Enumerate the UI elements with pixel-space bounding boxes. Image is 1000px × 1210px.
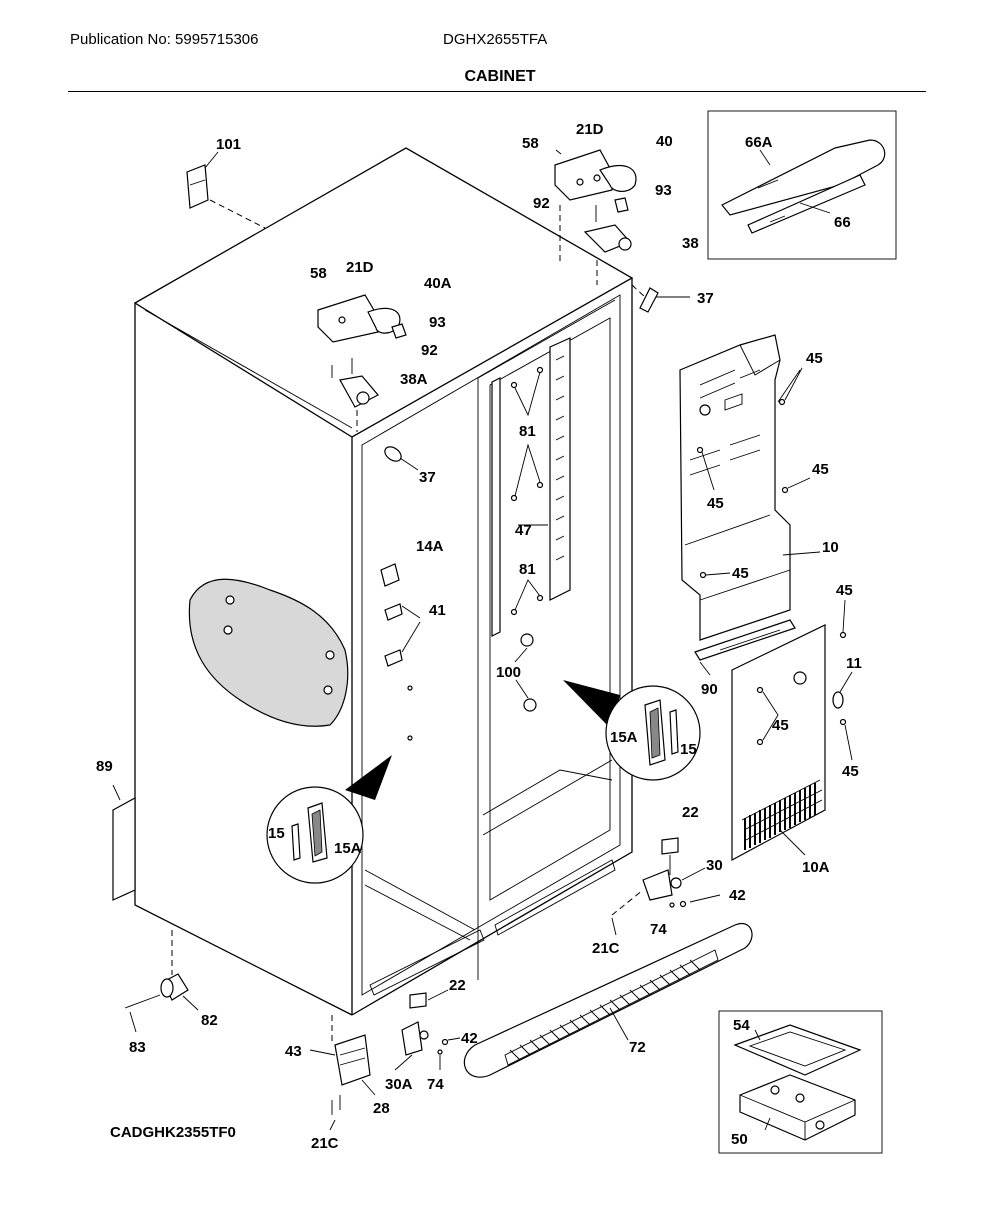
callout-30a: 30A (385, 1076, 413, 1093)
callout-43: 43 (285, 1043, 302, 1060)
callout-58: 58 (522, 135, 539, 152)
callout-45: 45 (836, 582, 853, 599)
callout-15: 15 (680, 741, 697, 758)
callout-14a: 14A (416, 538, 444, 555)
publication-number: Publication No: 5995715306 (70, 31, 259, 48)
insulation-cutaway (188, 578, 349, 727)
callout-92: 92 (421, 342, 438, 359)
callout-21c: 21C (311, 1135, 339, 1152)
callout-45: 45 (806, 350, 823, 367)
callout-90: 90 (701, 681, 718, 698)
rear-panel-10 (679, 334, 821, 641)
callout-labels: 101 58 21D 40 93 92 38 37 66A 66 58 21D … (96, 121, 862, 1152)
detail-circle-left (266, 755, 392, 884)
callout-21c: 21C (592, 940, 620, 957)
callout-15: 15 (268, 825, 285, 842)
callout-22: 22 (449, 977, 466, 994)
callout-21d: 21D (346, 259, 374, 276)
callout-83: 83 (129, 1039, 146, 1056)
callout-100: 100 (496, 664, 521, 681)
callout-41: 41 (429, 602, 446, 619)
cover-10a (731, 624, 826, 862)
callout-47: 47 (515, 522, 532, 539)
callout-42: 42 (729, 887, 746, 904)
callout-93: 93 (429, 314, 446, 331)
door-stops-37 (384, 284, 690, 471)
callout-74: 74 (650, 921, 667, 938)
diagram-code: CADGHK2355TF0 (110, 1124, 236, 1141)
callout-37: 37 (697, 290, 714, 307)
top-hinge-assembly-left (317, 294, 407, 432)
callout-89: 89 (96, 758, 113, 775)
callout-40: 40 (656, 133, 673, 150)
bracket-89 (112, 784, 136, 901)
callout-22: 22 (682, 804, 699, 821)
toe-grille-72 (463, 922, 753, 1078)
lower-hinge-left (309, 989, 461, 1131)
callout-38: 38 (682, 235, 699, 252)
callout-30: 30 (706, 857, 723, 874)
callout-74: 74 (427, 1076, 444, 1093)
page-title: CABINET (464, 68, 536, 85)
callout-93: 93 (655, 182, 672, 199)
part-100 (514, 633, 537, 712)
shelf-rail-47 (491, 337, 571, 637)
callout-81: 81 (519, 423, 536, 440)
header-divider (68, 91, 926, 92)
washer-11 (832, 671, 853, 709)
inset-box-54-50 (718, 1010, 883, 1154)
callout-50: 50 (731, 1131, 748, 1148)
callout-21d: 21D (576, 121, 604, 138)
callout-10a: 10A (802, 859, 830, 876)
callout-54: 54 (733, 1017, 750, 1034)
callout-28: 28 (373, 1100, 390, 1117)
cabinet-body (133, 147, 634, 1016)
callout-11: 11 (846, 655, 862, 672)
screws-45 (696, 367, 853, 761)
strip-90 (694, 619, 796, 676)
callout-37: 37 (419, 469, 436, 486)
callout-45: 45 (812, 461, 829, 478)
detail-circle-right (563, 680, 701, 781)
callout-15a: 15A (334, 840, 362, 857)
callout-45: 45 (707, 495, 724, 512)
callout-82: 82 (201, 1012, 218, 1029)
callout-81: 81 (519, 561, 536, 578)
callout-92: 92 (533, 195, 550, 212)
leveler-82-83 (124, 930, 199, 1033)
callout-66a: 66A (745, 134, 773, 151)
screws-81 (510, 366, 544, 616)
callout-45: 45 (772, 717, 789, 734)
top-hinge-assembly-right (554, 149, 637, 285)
callout-42: 42 (461, 1030, 478, 1047)
callout-66: 66 (834, 214, 851, 231)
callout-101: 101 (216, 136, 241, 153)
callout-45: 45 (842, 763, 859, 780)
inset-box-66 (707, 110, 897, 260)
lower-hinge-right (611, 837, 721, 936)
callout-58: 58 (310, 265, 327, 282)
callout-10: 10 (822, 539, 839, 556)
callout-72: 72 (629, 1039, 646, 1056)
left-side-parts (380, 563, 421, 741)
part-101-bracket (186, 151, 266, 229)
model-number: DGHX2655TFA (443, 31, 548, 48)
callout-45: 45 (732, 565, 749, 582)
callout-40a: 40A (424, 275, 452, 292)
callout-15a: 15A (610, 729, 638, 746)
callout-38a: 38A (400, 371, 428, 388)
